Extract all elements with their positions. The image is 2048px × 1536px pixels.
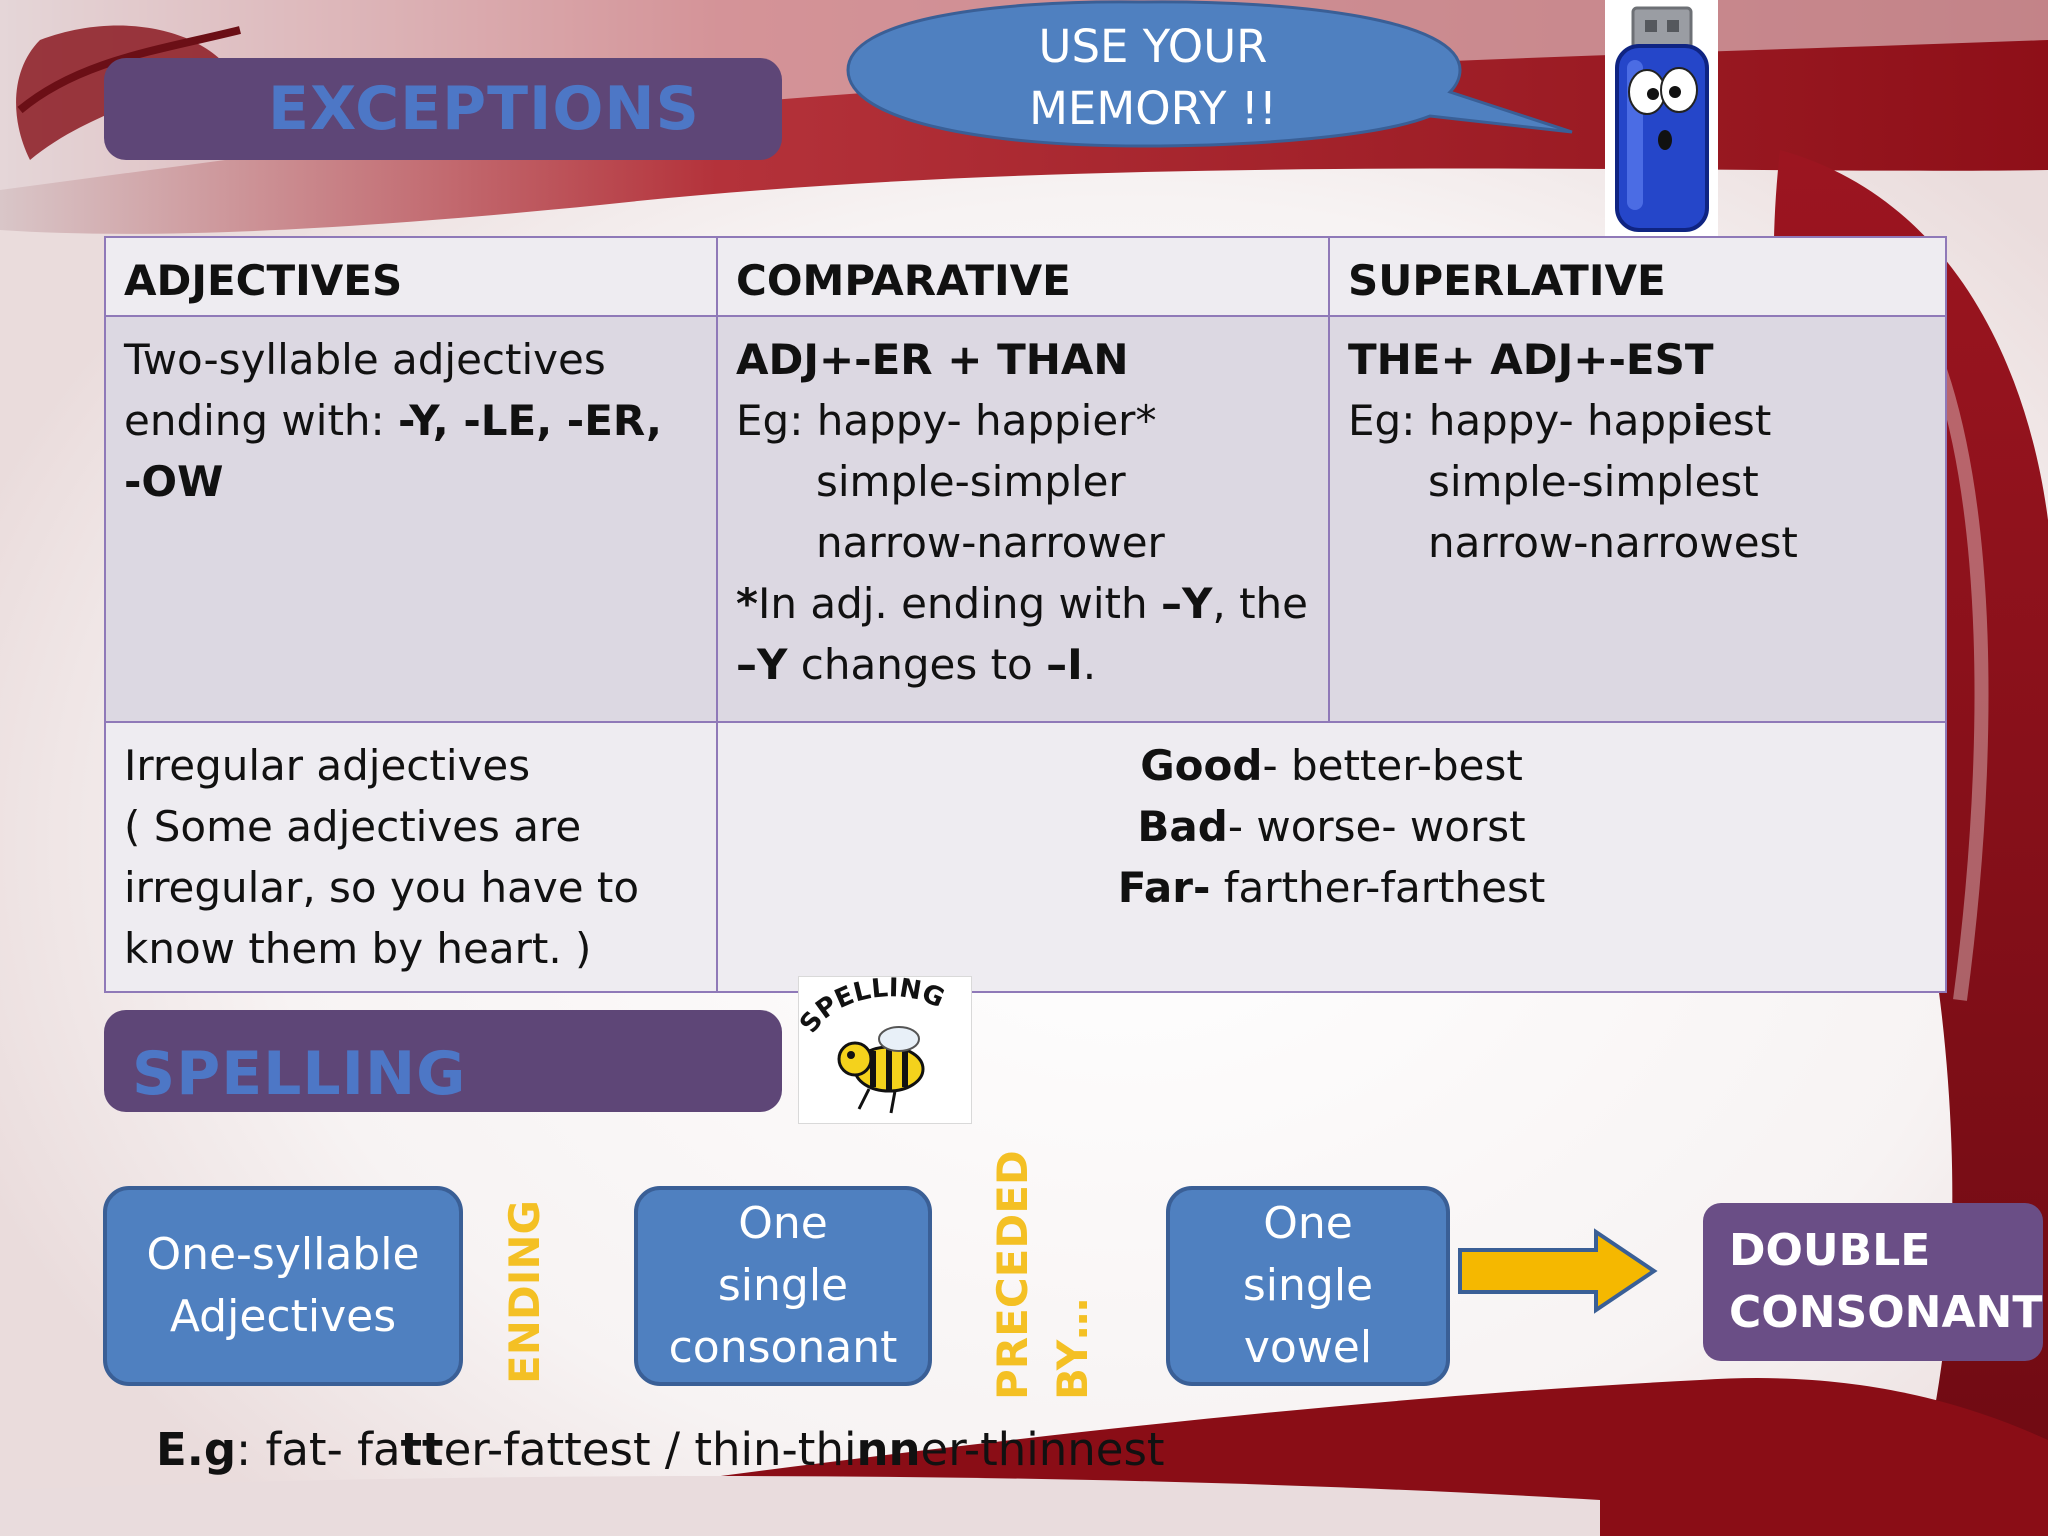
irregular-good: Good- better-best: [1140, 741, 1523, 790]
bubble-line-2: MEMORY !!: [1029, 82, 1277, 135]
cell-text: know them by heart. ): [124, 924, 592, 973]
spelling-bee-icon: SPELLING: [794, 973, 972, 1124]
example-text: narrow-narrower: [816, 518, 1165, 567]
box-text: One: [738, 1198, 828, 1249]
right-arrow-icon: [1458, 1228, 1658, 1314]
bubble-line-1: USE YOUR: [1038, 20, 1268, 73]
exceptions-title: EXCEPTIONS: [268, 74, 700, 144]
spelling-title-bar: SPELLING: [104, 1010, 782, 1112]
note-text: *In adj. ending with –Y, the: [736, 579, 1309, 628]
cell-comparative-rule: ADJ+-ER + THAN Eg: happy- happier* simpl…: [716, 315, 1330, 723]
ending-label: ENDING: [500, 1200, 549, 1384]
cell-text: ending with: -Y, -LE, -ER,: [124, 396, 662, 445]
cell-superlative-rule: THE+ ADJ+-EST Eg: happy- happiest simple…: [1328, 315, 1947, 723]
speech-bubble: [846, 0, 1573, 148]
cell-irregular: Irregular adjectives ( Some adjectives a…: [104, 721, 718, 993]
single-consonant-box: One single consonant: [634, 1186, 932, 1386]
example-text: Eg: happy- happiest: [1348, 396, 1772, 445]
table-row: Two-syllable adjectives ending with: -Y,…: [104, 315, 1947, 723]
cell-text: Two-syllable adjectives: [124, 335, 606, 384]
example-eg: E.g: [156, 1423, 237, 1476]
preceded-label: PRECEDED: [988, 1150, 1037, 1400]
box-text: consonant: [668, 1322, 898, 1373]
cell-text: irregular, so you have to: [124, 863, 640, 912]
rule-text: ADJ+-ER + THAN: [736, 335, 1129, 384]
one-syllable-box: One-syllable Adjectives: [103, 1186, 463, 1386]
rule-text: THE+ ADJ+-EST: [1348, 335, 1714, 384]
note-text: –Y changes to –I.: [736, 640, 1097, 689]
box-text: single: [717, 1260, 849, 1311]
double-consonant-box: DOUBLE CONSONANT: [1703, 1203, 2043, 1361]
example-text: simple-simpler: [816, 457, 1126, 506]
by-label: BY…: [1048, 1297, 1097, 1400]
speech-bubble-text: USE YOUR MEMORY !!: [868, 16, 1438, 140]
example-text: simple-simplest: [1428, 457, 1759, 506]
usb-drive-mascot-icon: [1605, 0, 1718, 246]
header-comparative: COMPARATIVE: [716, 236, 1330, 317]
spelling-image-text: SPELLING: [794, 973, 948, 1039]
spelling-title: SPELLING: [132, 1039, 467, 1109]
cell-irregular-forms: Good- better-best Bad- worse- worst Far-…: [716, 721, 1947, 993]
cell-text: ( Some adjectives are: [124, 802, 582, 851]
header-adjectives: ADJECTIVES: [104, 236, 718, 317]
box-text: Adjectives: [169, 1291, 397, 1342]
example-text: narrow-narrowest: [1428, 518, 1798, 567]
irregular-far: Far- farther-farthest: [1117, 863, 1546, 912]
table-header-row: ADJECTIVES COMPARATIVE SUPERLATIVE: [104, 236, 1947, 317]
cell-text: -OW: [124, 457, 224, 506]
result-text: CONSONANT: [1729, 1287, 2043, 1338]
box-text: vowel: [1243, 1322, 1373, 1373]
box-text: One-syllable: [146, 1229, 420, 1280]
example-text: Eg: happy- happier*: [736, 396, 1157, 445]
irregular-bad: Bad- worse- worst: [1137, 802, 1526, 851]
cell-text: Irregular adjectives: [124, 741, 531, 790]
single-vowel-box: One single vowel: [1166, 1186, 1450, 1386]
table-row: Irregular adjectives ( Some adjectives a…: [104, 721, 1947, 993]
header-superlative: SUPERLATIVE: [1328, 236, 1947, 317]
exceptions-title-bar: EXCEPTIONS: [104, 58, 782, 160]
box-text: single: [1242, 1260, 1374, 1311]
comparison-table: ADJECTIVES COMPARATIVE SUPERLATIVE Two-s…: [104, 236, 1947, 993]
svg-text:SPELLING: SPELLING: [799, 977, 949, 1039]
result-text: DOUBLE: [1729, 1225, 1931, 1276]
box-text: One: [1263, 1198, 1353, 1249]
cell-two-syllable: Two-syllable adjectives ending with: -Y,…: [104, 315, 718, 723]
spelling-example: E.g: fat- fatter-fattest / thin-thinner-…: [156, 1423, 1165, 1476]
